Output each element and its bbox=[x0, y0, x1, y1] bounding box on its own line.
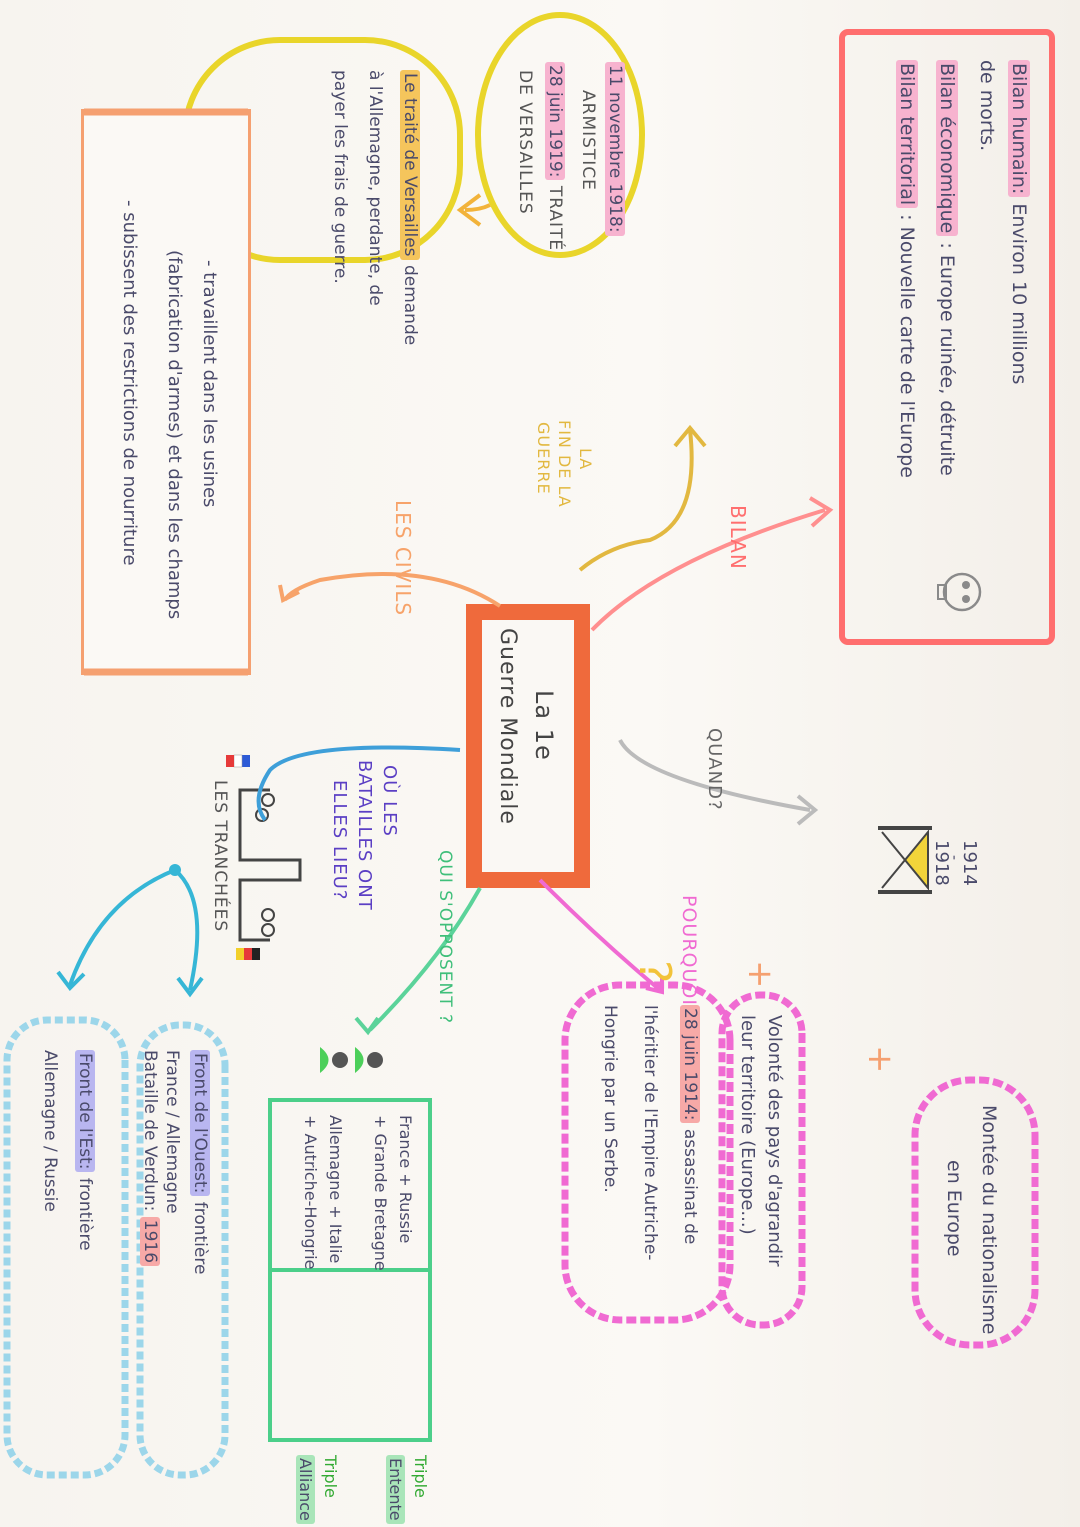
cause-nationalisme-2: en Europe bbox=[943, 1160, 965, 1257]
bilan-terr-text: : Nouvelle carte de l'Europe bbox=[896, 214, 918, 478]
triple-entente-2: Entente bbox=[386, 1455, 405, 1524]
alliance-line2: + Autriche-Hongrie bbox=[301, 1115, 320, 1270]
cause-date: 28 juin 1914: bbox=[680, 1005, 700, 1124]
front-ouest-row: Front de l'Ouest: frontière bbox=[190, 1050, 210, 1274]
cause-nationalisme-1: Montée du nationalisme bbox=[978, 1105, 1000, 1335]
traite-label: TRAITÉ bbox=[545, 185, 565, 252]
front-ouest-text: frontière bbox=[190, 1201, 210, 1275]
front-est-text: frontière bbox=[75, 1177, 95, 1251]
triple-alliance-1: Triple bbox=[321, 1455, 340, 1498]
cause-assassinat-3: Hongrie par un Serbe. bbox=[600, 1005, 620, 1193]
cause-assassinat-2: l'héritier de l'Empire Autriche- bbox=[640, 1005, 660, 1261]
bilan-terr-label: Bilan territorial bbox=[896, 60, 918, 209]
cause-assassinat-box bbox=[561, 981, 734, 1324]
traite-box-label: Le traité de Versailles bbox=[400, 70, 420, 260]
branch-fin-1: LA bbox=[576, 448, 595, 471]
arrow-quand bbox=[618, 739, 811, 812]
arrow-civils bbox=[283, 571, 502, 608]
quand-start: 1914 bbox=[959, 840, 980, 886]
bilan-box-border bbox=[839, 29, 1055, 645]
traite-date: 28 juin 1919: bbox=[545, 62, 565, 181]
cause-nationalisme-box bbox=[911, 1076, 1039, 1349]
civils-line3: - subissent des restrictions de nourritu… bbox=[119, 200, 140, 566]
question-mark: ? bbox=[629, 960, 680, 984]
skull-icon bbox=[937, 572, 982, 612]
arrow-front-est bbox=[68, 868, 176, 986]
branch-ou-3: ELLES LIEU? bbox=[329, 780, 350, 901]
front-est-line2: Allemagne / Russie bbox=[40, 1050, 60, 1212]
front-ouest-label: Front de l'Ouest: bbox=[190, 1050, 210, 1197]
civils-line2: (fabrication d'armes) et dans les champs bbox=[164, 250, 185, 620]
traite-line2: à l'Allemagne, perdante, de bbox=[365, 70, 385, 306]
trenches-soldiers-icon bbox=[169, 754, 302, 960]
fin-ellipse bbox=[475, 12, 645, 258]
traite-box-text1: demande bbox=[400, 264, 420, 346]
bilan-humain-label: Bilan humain: bbox=[1008, 60, 1030, 198]
bilan-humain-text2: de morts. bbox=[976, 60, 998, 152]
center-title-line1: La 1e bbox=[530, 690, 558, 761]
arrow-pourquoi bbox=[538, 878, 662, 992]
versailles-label: DE VERSAILLES bbox=[515, 70, 535, 215]
plus-2: + bbox=[740, 960, 780, 989]
trenches-label: LES TRANCHÉES bbox=[210, 780, 230, 933]
bilan-eco: Bilan économique : Europe ruinée, détrui… bbox=[936, 60, 958, 476]
armistice-date: 11 novembre 1918: bbox=[605, 62, 625, 236]
cause-agrandir-2: leur territoire (Europe...) bbox=[737, 1015, 758, 1235]
alliance-line1: Allemagne + Italie bbox=[326, 1115, 345, 1264]
branch-ou-1: OÙ LES bbox=[379, 765, 400, 837]
hourglass-icon bbox=[878, 826, 932, 894]
arrow-front-ouest bbox=[173, 868, 200, 991]
arrow-bilan bbox=[590, 508, 826, 632]
cause-assassinat-1: assassinat de bbox=[680, 1128, 700, 1245]
bilan-humain-text: Environ 10 millions bbox=[1008, 203, 1030, 385]
triple-alliance-2: Alliance bbox=[296, 1455, 315, 1524]
center-box bbox=[466, 604, 590, 888]
bilan-humain: Bilan humain: Environ 10 millions bbox=[1008, 60, 1030, 384]
triple-entente-1: Triple bbox=[411, 1455, 430, 1498]
branch-qui: QUI S'OPPOSENT ? bbox=[435, 850, 455, 1025]
traite-line3: payer les frais de guerre. bbox=[330, 70, 350, 284]
front-est-row: Front de l'Est: frontière bbox=[75, 1050, 95, 1251]
arrow-qui bbox=[368, 887, 482, 1032]
verdun-date: 1916 bbox=[140, 1216, 160, 1267]
bilan-terr: Bilan territorial : Nouvelle carte de l'… bbox=[896, 60, 918, 478]
arrow-fin bbox=[578, 429, 694, 572]
verdun-label: Bataille de Verdun: bbox=[140, 1050, 160, 1212]
traite-date-row: 28 juin 1919: TRAITÉ bbox=[545, 62, 565, 251]
armistice-label: ARMISTICE bbox=[578, 90, 598, 191]
armistice-date-label: 11 novembre 1918: bbox=[605, 62, 625, 236]
center-title-line2: Guerre Mondiale bbox=[495, 628, 520, 825]
cause-assassinat-row: 28 juin 1914: assassinat de bbox=[680, 1005, 700, 1244]
branch-civils: LES CIVILS bbox=[391, 500, 415, 617]
two-people-icon bbox=[320, 1047, 383, 1073]
cause-agrandir-box bbox=[718, 991, 806, 1329]
bilan-eco-label: Bilan économique bbox=[936, 60, 958, 237]
bilan-eco-text: : Europe ruinée, détruite bbox=[936, 242, 958, 476]
entente-line2: + Grande Bretagne bbox=[371, 1115, 390, 1271]
branch-bilan: BILAN bbox=[726, 505, 750, 570]
verdun-row: Bataille de Verdun: 1916 bbox=[140, 1050, 160, 1267]
branch-quand: QUAND? bbox=[704, 728, 725, 811]
front-est-label: Front de l'Est: bbox=[75, 1050, 95, 1173]
branch-pourquoi: POURQUOI? bbox=[678, 895, 700, 1018]
plus-1: + bbox=[860, 1045, 900, 1074]
arrow-fin-traite bbox=[464, 203, 491, 212]
front-ouest-line2: France / Allemagne bbox=[162, 1050, 182, 1214]
civils-line1: - travaillent dans les usines bbox=[199, 260, 220, 508]
front-est-box bbox=[3, 1016, 129, 1479]
entente-line1: France + Russie bbox=[396, 1115, 415, 1244]
quand-end: 1918 bbox=[931, 840, 952, 886]
cause-agrandir-1: Volonté des pays d'agrandir bbox=[764, 1015, 785, 1267]
arrow-ou bbox=[256, 745, 461, 822]
branch-fin-2: FIN DE LA bbox=[555, 420, 574, 508]
alliance-name: Alliance bbox=[296, 1455, 315, 1524]
branch-fin-3: GUERRE bbox=[534, 422, 553, 495]
branch-ou-2: BATAILLES ONT bbox=[354, 760, 375, 911]
entente-name: Entente bbox=[386, 1455, 405, 1524]
traite-line1: Le traité de Versailles demande bbox=[400, 70, 420, 345]
